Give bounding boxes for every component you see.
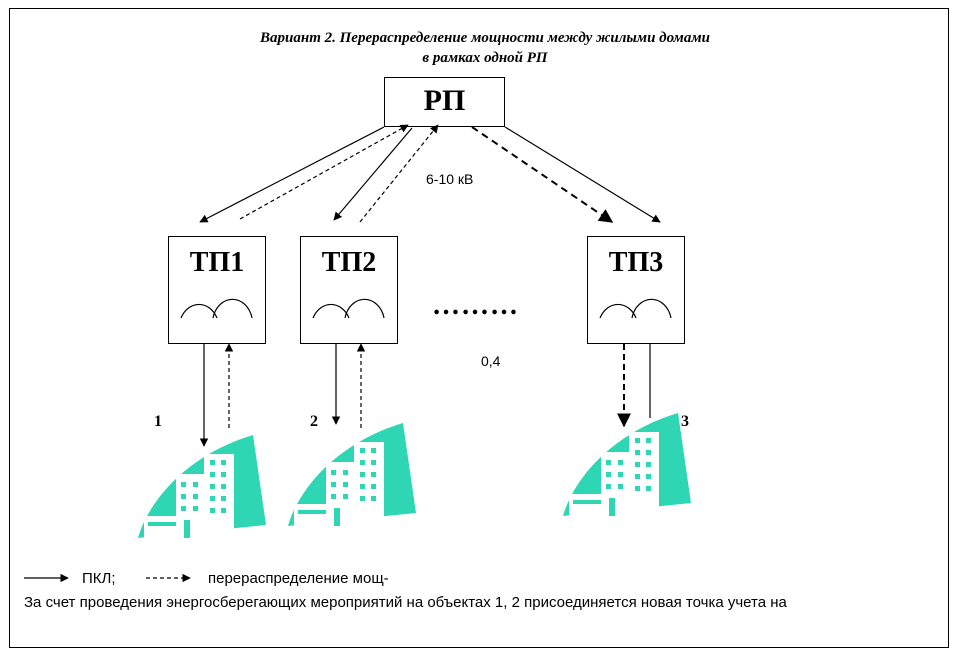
rp-node: РП [384,77,505,127]
more-tp-ellipsis: ……… [432,290,519,321]
connections-layer [24,124,691,583]
tp3-node: ТП3 [587,236,685,344]
redistribution-tp1-rp [239,124,409,220]
title-line-2: в рамках одной РП [422,50,548,66]
building-1-icon [138,435,266,538]
title-line-1: Вариант 2. Перераспределение мощности ме… [260,30,710,46]
cable-rp-tp3 [504,126,661,223]
tp1-transformer-icon [180,298,253,319]
footer-text: За счет проведения энергосберегающих мер… [24,594,787,611]
voltage-low-label: 0,4 [481,353,501,369]
tp1-node: ТП1 [168,236,266,344]
legend-solid-label: ПКЛ; [82,570,116,587]
tp3-transformer-icon [599,298,672,319]
cable-rp-tp1 [199,126,385,223]
building-1-number: 1 [154,413,162,430]
building-3-number: 3 [681,413,689,430]
building-3-icon [563,413,691,516]
cable-rp-tp2 [333,127,413,221]
voltage-high-label: 6-10 кВ [426,171,474,187]
tp1-label: ТП1 [189,247,245,278]
building-2-number: 2 [310,413,318,430]
rp-label: РП [423,84,466,117]
redistribution-rp-tp3 [471,126,614,223]
tp2-node: ТП2 [300,236,398,344]
tp3-label: ТП3 [608,247,664,278]
building-2-icon [288,423,416,526]
tp2-label: ТП2 [321,247,377,278]
tp2-transformer-icon [312,298,385,319]
legend-dashed-label: перераспределение мощ- [208,570,389,587]
